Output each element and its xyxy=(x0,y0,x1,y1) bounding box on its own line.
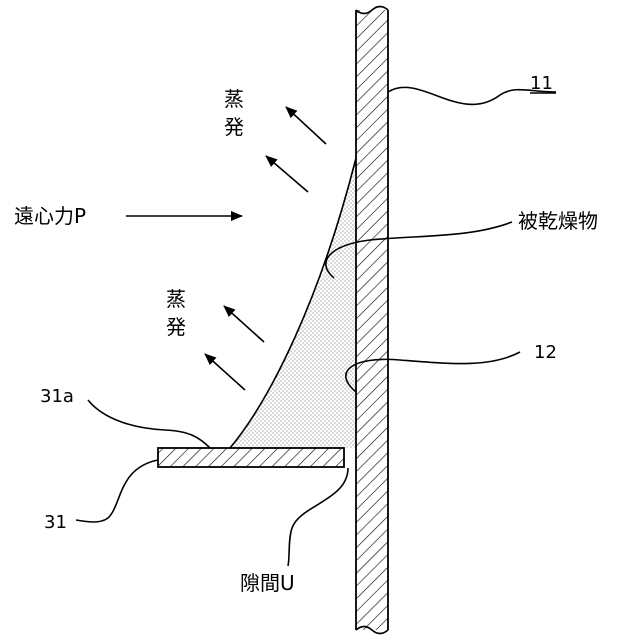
label-evaporation-upper-1: 蒸 xyxy=(224,87,244,111)
leader-31a xyxy=(88,400,210,448)
label-centrifugal-force: 遠心力P xyxy=(14,204,86,228)
evaporation-arrow-4 xyxy=(205,354,245,390)
evaporation-arrow-3 xyxy=(224,306,264,342)
leader-31 xyxy=(76,460,158,522)
wall-plate xyxy=(356,7,388,634)
leader-gap xyxy=(288,468,348,566)
dried-material-region xyxy=(230,158,356,448)
label-evaporation-lower-1: 蒸 xyxy=(166,287,186,311)
label-evaporation-lower-2: 発 xyxy=(166,315,186,339)
label-gap: 隙間U xyxy=(240,571,295,595)
label-11: 11 xyxy=(530,73,553,94)
label-31a: 31a xyxy=(40,386,74,407)
label-12: 12 xyxy=(534,342,557,363)
evaporation-arrow-1 xyxy=(286,107,326,144)
label-31: 31 xyxy=(44,512,67,533)
shelf-plate xyxy=(158,448,344,467)
evaporation-arrow-2 xyxy=(266,156,308,192)
label-evaporation-upper-2: 発 xyxy=(224,115,244,139)
label-dried-material: 被乾燥物 xyxy=(518,209,598,233)
